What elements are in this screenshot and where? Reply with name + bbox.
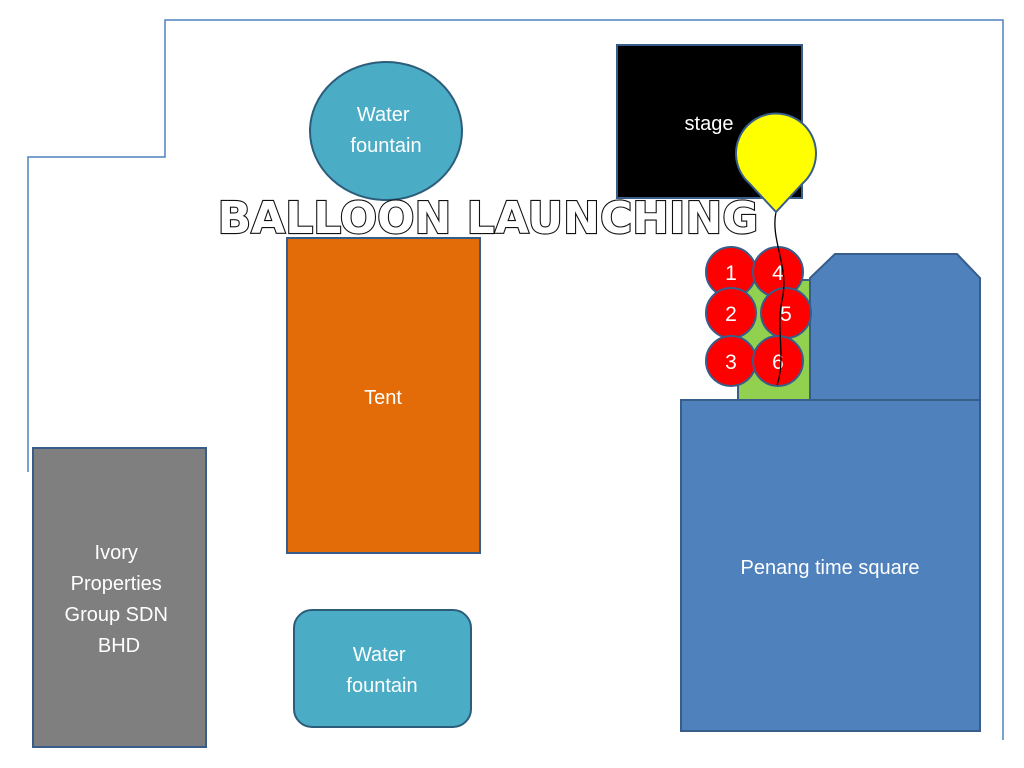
water-fountain-bottom-label: Water fountain	[346, 644, 417, 697]
water-fountain-top: Water fountain	[309, 61, 463, 201]
balloon-6-number: 6	[772, 351, 784, 374]
balloon-4-number: 4	[772, 262, 784, 285]
building-annex	[809, 253, 981, 402]
balloon-2: 2	[705, 287, 757, 339]
water-fountain-top-line-1: Water	[357, 104, 410, 126]
balloon-cluster: 1 2 3 4 5 6	[705, 246, 812, 387]
water-fountain-top-label: Water fountain	[350, 104, 421, 157]
tent: Tent	[286, 237, 481, 554]
balloon-2-number: 2	[725, 303, 737, 326]
penang-time-square-label: Penang time square	[740, 557, 919, 579]
balloon-3-number: 3	[725, 351, 737, 374]
site-boundary	[27, 19, 1004, 740]
penang-time-square: Penang time square	[680, 399, 981, 732]
ivory-properties-label: Ivory Properties Group SDN BHD	[65, 542, 174, 657]
ivory-line-4: BHD	[98, 635, 140, 657]
ivory-properties-building: Ivory Properties Group SDN BHD	[32, 447, 207, 748]
water-fountain-bottom-line-1: Water	[353, 644, 406, 666]
page-title: BALLOON LAUNCHING	[218, 193, 759, 244]
ivory-line-2: Properties	[71, 573, 162, 595]
tent-label: Tent	[364, 387, 402, 409]
water-fountain-bottom-line-2: fountain	[346, 675, 417, 697]
water-fountain-bottom: Water fountain	[293, 609, 472, 728]
stage-label: stage	[685, 113, 734, 135]
ivory-line-3: Group SDN	[65, 604, 168, 626]
balloon-1-number: 1	[725, 262, 737, 285]
balloon-6: 6	[752, 335, 804, 387]
ivory-line-1: Ivory	[95, 542, 138, 564]
balloon-3: 3	[705, 335, 757, 387]
balloon-5: 5	[760, 287, 812, 339]
balloon-string	[774, 211, 785, 386]
yellow-balloon	[735, 112, 817, 214]
water-fountain-top-line-2: fountain	[350, 135, 421, 157]
balloon-5-number: 5	[780, 303, 792, 326]
